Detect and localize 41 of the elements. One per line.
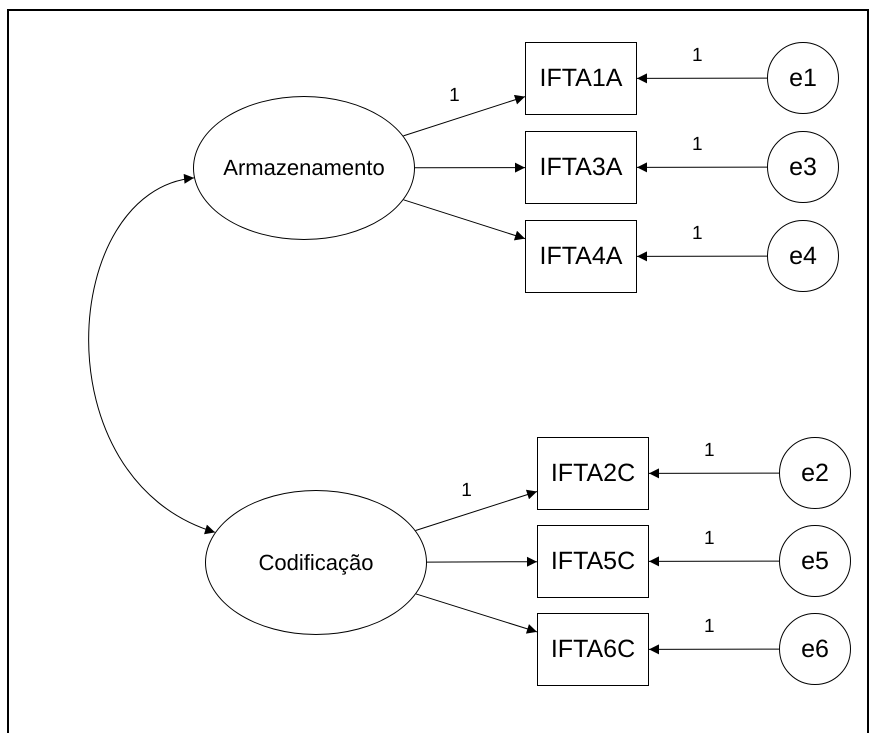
arrow xyxy=(648,556,780,566)
observed-variable-box xyxy=(525,42,637,115)
edge-label: 1 xyxy=(704,441,715,460)
arrow xyxy=(414,162,526,173)
variable-name: e1 xyxy=(789,66,817,90)
arrow xyxy=(636,251,768,262)
observed-variable-box xyxy=(525,131,637,204)
arrow xyxy=(415,490,538,531)
observed-variable-box xyxy=(537,613,649,686)
variable-name: Armazenamento xyxy=(223,157,385,179)
variable-name: IFTA6C xyxy=(550,637,636,662)
variable-name: IFTA1A xyxy=(540,66,622,91)
arrow xyxy=(416,593,538,634)
arrow xyxy=(636,73,768,84)
variable-name: IFTA4A xyxy=(540,244,622,269)
arrow xyxy=(648,644,780,654)
edge-label: 1 xyxy=(461,480,472,500)
variable-name: IFTA5C xyxy=(550,549,636,574)
variable-name: Codificação xyxy=(258,552,374,574)
edge-label: 1 xyxy=(449,86,460,106)
arrow xyxy=(88,176,216,533)
edge-label: 1 xyxy=(692,135,703,154)
edge-label: 1 xyxy=(692,46,703,66)
observed-variable-box xyxy=(525,220,637,293)
edge-label: 1 xyxy=(704,617,715,636)
variable-name: e3 xyxy=(789,154,817,180)
observed-variable-box xyxy=(537,437,649,510)
observed-variable-box xyxy=(537,525,649,598)
variable-name: IFTA2C xyxy=(550,461,636,486)
variable-name: e5 xyxy=(801,548,829,574)
arrow xyxy=(426,556,538,567)
arrow xyxy=(636,162,768,172)
variable-name: IFTA3A xyxy=(540,155,622,180)
edge-label: 1 xyxy=(692,224,703,244)
arrow xyxy=(648,468,780,478)
arrow xyxy=(402,94,526,136)
arrow xyxy=(403,199,526,240)
edge-label: 1 xyxy=(704,529,715,548)
variable-name: e4 xyxy=(789,244,817,268)
variable-name: e2 xyxy=(801,460,829,486)
variable-name: e6 xyxy=(801,636,829,662)
